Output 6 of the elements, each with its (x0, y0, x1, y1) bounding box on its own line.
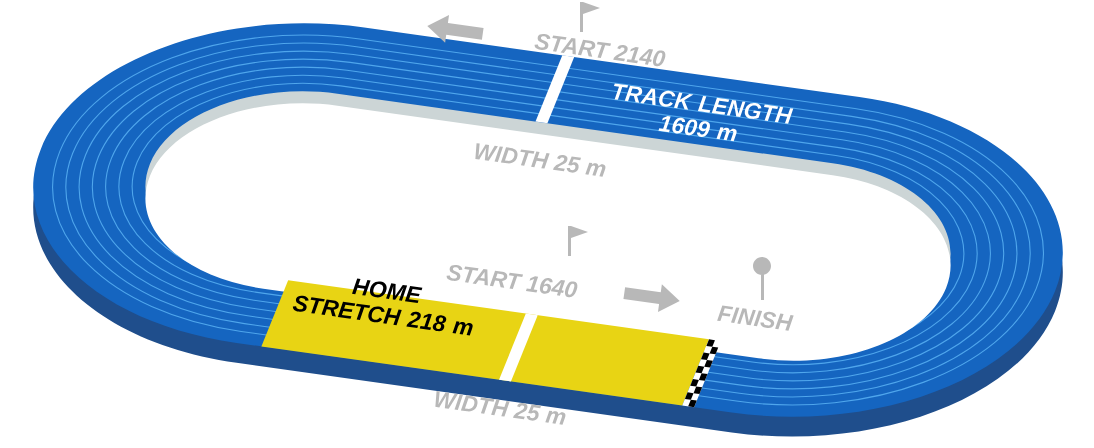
track-label: TRACK LENGTH 1609 m (613, 83, 794, 142)
track-label: WIDTH 25 m (475, 143, 606, 177)
track-label: FINISH (717, 305, 794, 331)
track-label: WIDTH 25 m (435, 391, 566, 425)
track-label: START 1640 (446, 264, 578, 298)
track-label: START 2140 (534, 33, 666, 67)
